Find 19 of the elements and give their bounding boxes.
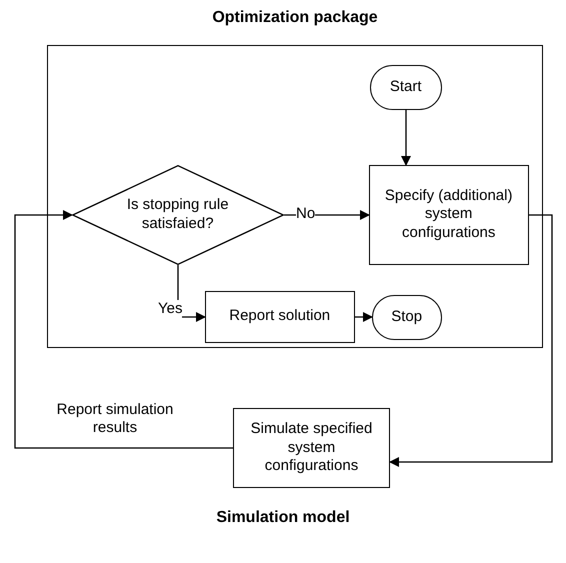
terminal-box [370,64,442,110]
arrow [284,210,370,220]
process-box [233,408,390,488]
process-box [368,164,529,265]
arrow [401,110,411,166]
node-text: Report solution [228,307,332,326]
process-box [204,290,355,343]
node-text: Stop [391,308,422,327]
node-text: Simulate specified system configurations [250,420,374,476]
edge-label: Yes [158,300,182,318]
arrow [14,210,233,449]
node-text: Is stopping rule satisfaied? [126,196,230,234]
node-text: Start [390,78,422,97]
terminal-box [372,294,442,340]
decision-diamond [72,164,284,265]
arrow [355,312,373,322]
arrow [389,214,553,467]
node-text: Specify (additional) system configurations [384,186,514,243]
frame-heading: Optimization package [211,8,379,28]
